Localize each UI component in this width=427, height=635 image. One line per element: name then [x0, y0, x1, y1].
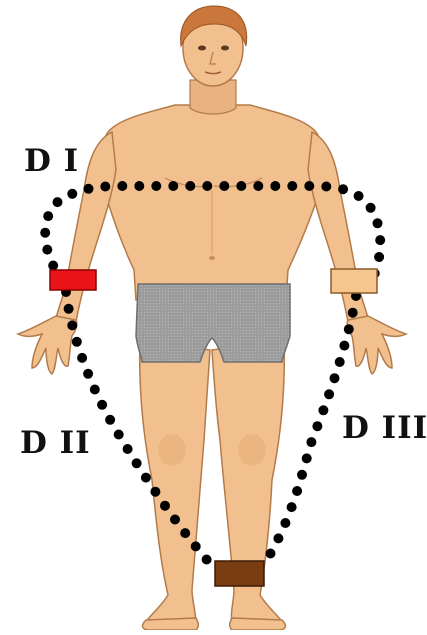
lead-1-dot — [373, 218, 383, 228]
lead-1-label: D I — [24, 143, 79, 179]
lead-1-dot — [100, 182, 110, 192]
lead-1-dot — [43, 211, 53, 221]
lead-1-dot — [84, 184, 94, 194]
lead-1-dot — [168, 181, 178, 191]
lead-1-dot — [185, 181, 195, 191]
lead-1-dot — [134, 181, 144, 191]
lead-2-dot — [97, 400, 107, 410]
lead-3-dot — [330, 373, 340, 383]
lead-2-dot — [160, 501, 170, 511]
lead-1-dot — [53, 197, 63, 207]
lead-2-dot — [72, 337, 82, 347]
right-leg — [140, 340, 210, 624]
lead-3-label: D III — [342, 410, 427, 446]
lead-1-dot — [67, 189, 77, 199]
electrode-left-leg — [215, 561, 264, 586]
lead-3-dot — [302, 453, 312, 463]
lead-1-dot — [354, 191, 364, 201]
lead-3-dot — [287, 502, 297, 512]
lead-2-dot — [202, 555, 212, 565]
lead-2-dot — [83, 369, 93, 379]
lead-1-dot — [375, 235, 385, 245]
lead-1-dot — [374, 252, 384, 262]
lead-1-dot — [40, 228, 50, 238]
lead-3-dot — [318, 405, 328, 415]
lead-2-dot — [170, 515, 180, 525]
lead-2-label: D II — [20, 425, 91, 461]
lead-2-dot — [132, 458, 142, 468]
lead-3-dot — [280, 518, 290, 528]
lead-1-dot — [117, 181, 127, 191]
lead-1-dot — [202, 181, 212, 191]
left-foot — [230, 618, 286, 630]
lead-2-dot — [90, 385, 100, 395]
lead-3-dot — [312, 421, 322, 431]
lead-1-dot — [338, 184, 348, 194]
lead-2-dot — [77, 353, 87, 363]
lead-3-dot — [348, 308, 358, 318]
lead-3-dot — [324, 389, 334, 399]
electrode-right-arm — [50, 270, 96, 290]
lead-2-dot — [123, 444, 133, 454]
lead-1-dot — [321, 182, 331, 192]
lead-1-dot — [366, 203, 376, 213]
lead-1-dot — [304, 181, 314, 191]
lead-1-dot — [151, 181, 161, 191]
lead-2-dot — [67, 320, 77, 330]
lead-1-dot — [219, 181, 229, 191]
lead-2-dot — [64, 304, 74, 314]
lead-1-dot — [236, 181, 246, 191]
lead-2-dot — [150, 487, 160, 497]
head — [181, 6, 247, 86]
lead-3-dot — [306, 437, 316, 447]
lead-2-dot — [180, 528, 190, 538]
lead-3-dot — [273, 533, 283, 543]
lead-1-dot — [287, 181, 297, 191]
lead-2-dot — [141, 473, 151, 483]
lead-3-dot — [335, 357, 345, 367]
lead-1-dot — [270, 181, 280, 191]
lead-3-dot — [292, 486, 302, 496]
lead-2-dot — [114, 430, 124, 440]
electrode-left-arm — [331, 269, 377, 293]
lead-2-dot — [191, 541, 201, 551]
lead-3-dot — [266, 549, 276, 559]
lead-1-dot — [48, 261, 58, 271]
lead-2-dot — [105, 415, 115, 425]
lead-1-dot — [42, 245, 52, 255]
left-hand — [347, 316, 406, 374]
lead-1-dot — [253, 181, 263, 191]
lead-3-dot — [339, 341, 349, 351]
lead-3-dot — [344, 324, 354, 334]
right-foot — [143, 618, 199, 630]
lead-3-dot — [297, 470, 307, 480]
